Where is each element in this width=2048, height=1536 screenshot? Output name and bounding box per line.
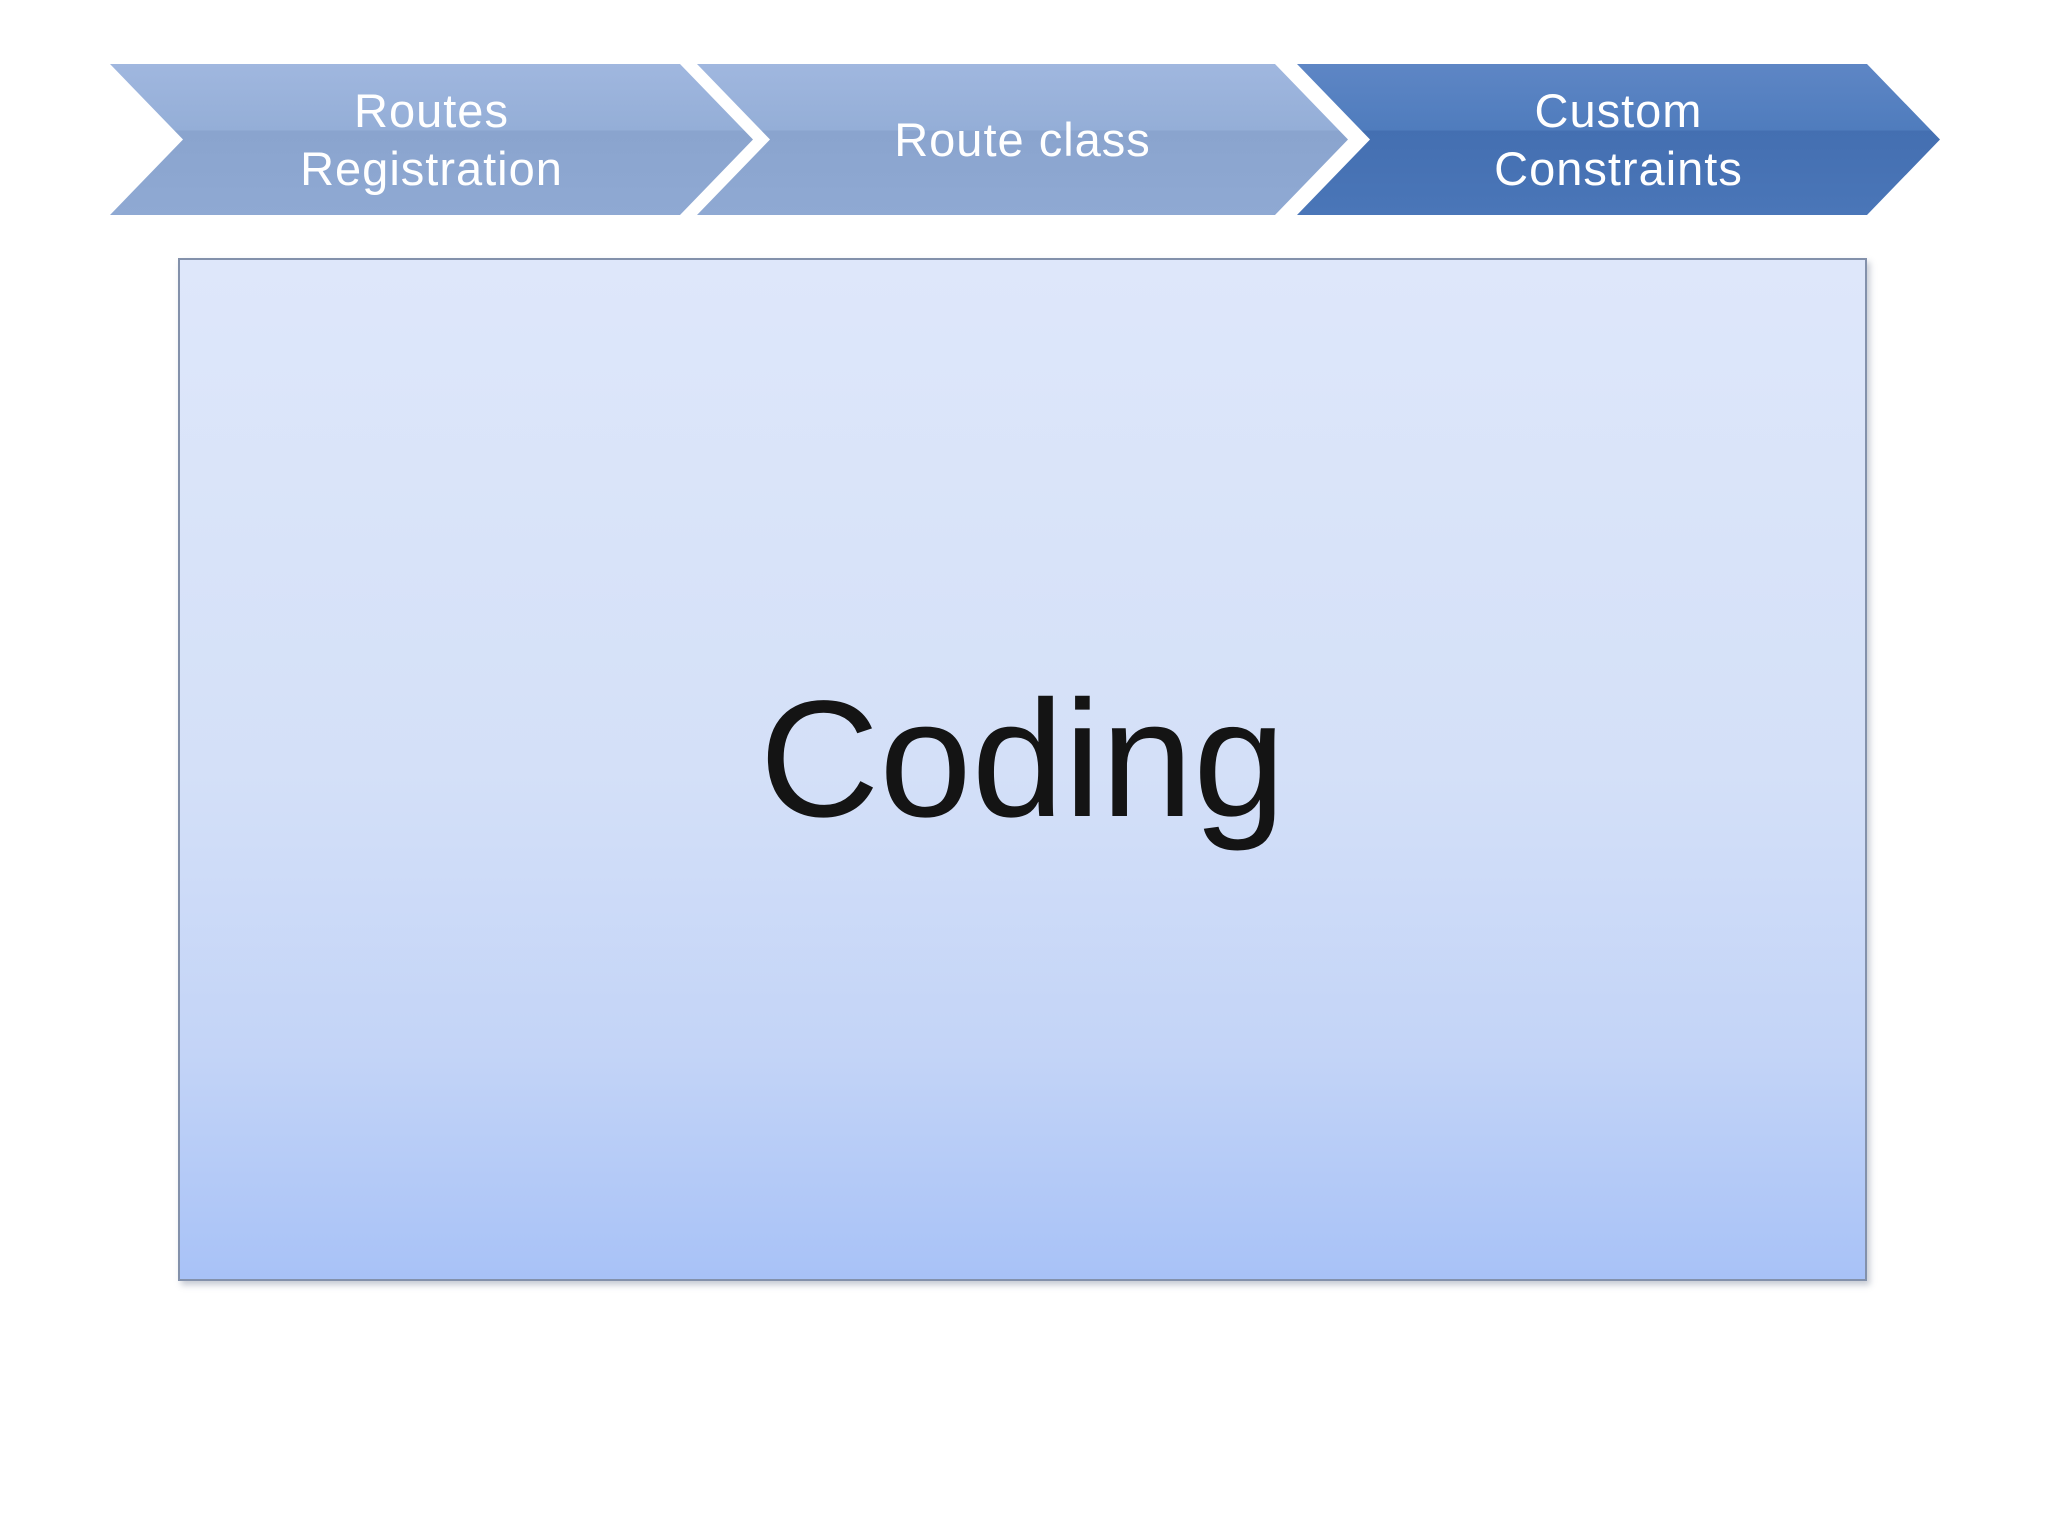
step-routes-registration: Routes Registration xyxy=(110,64,753,215)
step-label-line: Constraints xyxy=(1494,141,1743,195)
step-label-line: Routes xyxy=(354,84,509,138)
step-label: Routes Registration xyxy=(300,82,563,197)
step-label: Custom Constraints xyxy=(1494,82,1743,197)
step-label-line: Registration xyxy=(300,141,563,195)
step-route-class: Route class xyxy=(697,64,1348,215)
slide-title: Coding xyxy=(759,667,1286,853)
step-label: Route class xyxy=(894,111,1151,168)
step-custom-constraints: Custom Constraints xyxy=(1297,64,1940,215)
step-label-line: Custom xyxy=(1534,84,1703,138)
step-label-line: Route class xyxy=(894,112,1151,166)
content-panel: Coding xyxy=(178,258,1867,1281)
